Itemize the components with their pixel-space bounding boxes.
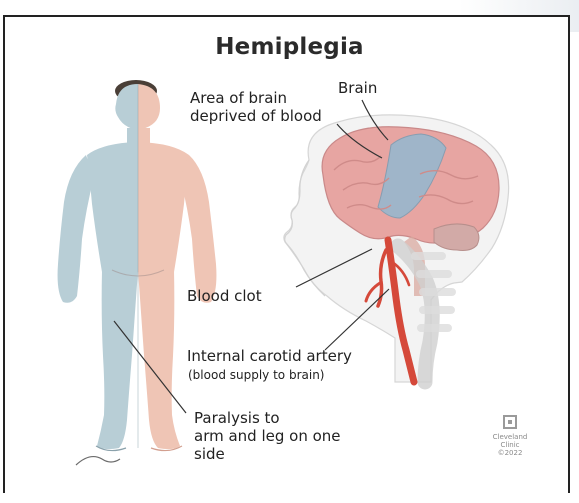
brain-head-icon bbox=[284, 115, 509, 382]
label-internal-carotid-note: (blood supply to brain) bbox=[188, 368, 324, 382]
cleveland-clinic-logo: Cleveland Clinic ©2022 bbox=[484, 415, 536, 457]
label-brain: Brain bbox=[338, 79, 377, 97]
logo-name-line-2: Clinic bbox=[484, 441, 536, 449]
label-paralysis-line-1: Paralysis to bbox=[194, 409, 364, 427]
label-area-deprived: Area of brain deprived of blood bbox=[190, 89, 335, 125]
artist-signature bbox=[76, 457, 120, 465]
label-area-deprived-line-1: Area of brain bbox=[190, 89, 335, 107]
label-paralysis-line-2: arm and leg on one side bbox=[194, 427, 364, 463]
label-internal-carotid: Internal carotid artery bbox=[187, 347, 352, 365]
logo-name-line-1: Cleveland bbox=[484, 433, 536, 441]
label-paralysis: Paralysis to arm and leg on one side bbox=[194, 409, 364, 463]
label-blood-clot: Blood clot bbox=[187, 287, 262, 305]
logo-year: ©2022 bbox=[484, 449, 536, 457]
label-area-deprived-line-2: deprived of blood bbox=[190, 107, 335, 125]
cleveland-clinic-logo-icon bbox=[503, 415, 517, 429]
human-figure-icon bbox=[58, 80, 217, 451]
